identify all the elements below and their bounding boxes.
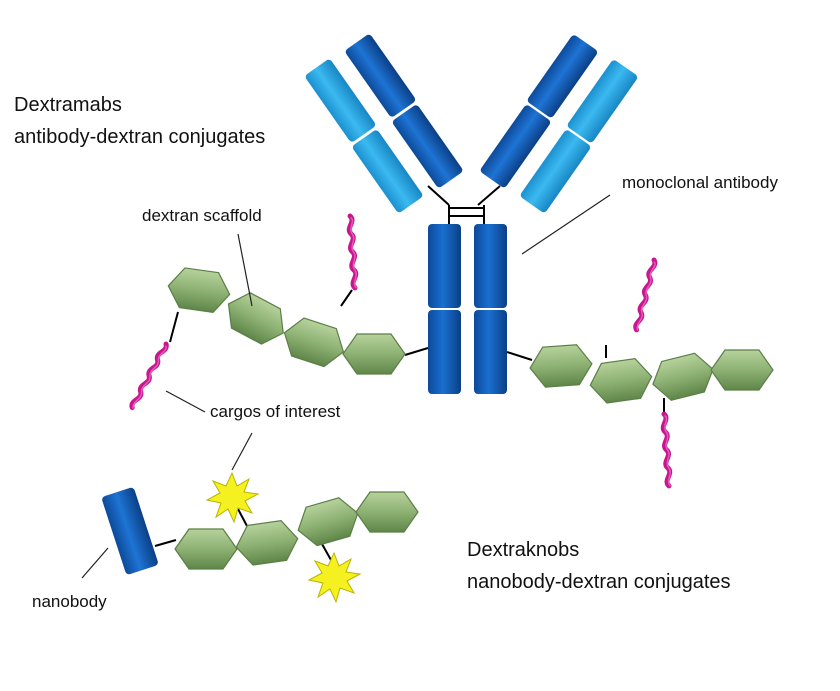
- dextran-unit-icon: [277, 313, 351, 372]
- dextran-unit-icon: [355, 491, 419, 533]
- leader-cargos-left: [165, 390, 206, 413]
- nanobody-icon: [102, 487, 158, 575]
- dextran-unit-icon: [218, 285, 294, 352]
- cargo-peptide-ribbon-icon: [131, 343, 168, 408]
- dextran-unit-icon: [174, 528, 238, 570]
- monoclonal-antibody-label: monoclonal antibody: [622, 173, 778, 192]
- left-dextran-scaffold: [131, 216, 429, 409]
- dextran-unit-icon: [342, 333, 406, 375]
- dextramabs-subtitle: antibody-dextran conjugates: [14, 126, 265, 148]
- dextran-unit-icon: [164, 265, 234, 315]
- antibody-left-arm: [305, 34, 463, 213]
- dextraknobs-subtitle: nanobody-dextran conjugates: [467, 571, 731, 593]
- dextran-unit-icon: [710, 349, 774, 391]
- leader-nanobody: [81, 547, 109, 579]
- dextran-unit-icon: [528, 343, 594, 389]
- dextran-unit-icon: [647, 349, 719, 405]
- cargo-peptide-ribbon-icon: [635, 260, 656, 331]
- cargos-of-interest-label: cargos of interest: [210, 402, 341, 421]
- dextran-unit-icon: [292, 493, 364, 551]
- monoclonal-antibody-icon: [305, 34, 638, 394]
- right-light-chain-vl: [567, 60, 638, 143]
- leader-lines: [81, 194, 611, 579]
- fc-left-ch2: [428, 224, 461, 308]
- dextran-unit-icon: [232, 518, 302, 568]
- right-heavy-chain-ch1: [480, 105, 551, 188]
- nanobody-label: nanobody: [32, 592, 107, 611]
- left-light-chain-cl: [352, 130, 423, 213]
- dextramabs-title: Dextramabs: [14, 94, 122, 116]
- leader-monoclonal-antibody: [521, 194, 611, 255]
- cargo-star-icon: [308, 552, 361, 603]
- left-heavy-chain-vh: [345, 34, 416, 117]
- right-heavy-chain-vh: [527, 35, 598, 118]
- cargo-star-icon: [206, 472, 259, 523]
- dextraknob-conjugate: [102, 472, 419, 603]
- antibody-fc-region: [428, 224, 507, 394]
- right-dextran-scaffold: [506, 260, 774, 486]
- cargo-peptide-ribbon-icon: [662, 414, 671, 486]
- fc-right-ch2: [474, 224, 507, 308]
- dextran-scaffold-label: dextran scaffold: [142, 206, 262, 225]
- cargo-peptide-ribbon-icon: [348, 216, 357, 288]
- left-light-chain-vl: [305, 59, 376, 142]
- antibody-right-arm: [480, 35, 638, 213]
- leader-dextran-scaffold: [237, 233, 253, 307]
- left-heavy-chain-ch1: [392, 105, 463, 188]
- fc-right-ch3: [474, 310, 507, 394]
- dextraknobs-title: Dextraknobs: [467, 539, 579, 561]
- antibody-hinge: [427, 185, 501, 224]
- right-light-chain-cl: [520, 130, 591, 213]
- dextran-unit-icon: [586, 356, 656, 406]
- leader-cargos-bottom: [231, 432, 253, 471]
- fc-left-ch3: [428, 310, 461, 394]
